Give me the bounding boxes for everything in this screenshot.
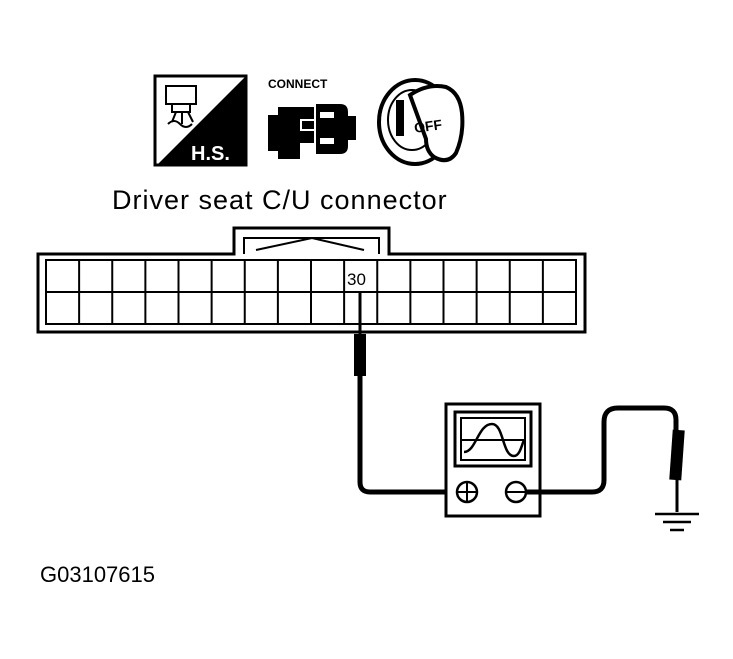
connect-icon: CONNECT <box>268 77 356 159</box>
positive-probe <box>354 292 366 376</box>
negative-probe <box>669 429 685 512</box>
off-label: OFF <box>413 116 443 136</box>
mini-connector-icon <box>165 85 197 128</box>
connector <box>36 226 587 334</box>
positive-lead <box>357 376 446 495</box>
harness-sign-icon: H.S. <box>153 74 248 167</box>
oscilloscope-icon <box>444 402 542 518</box>
ground-icon <box>655 512 699 532</box>
connector-title: Driver seat C/U connector <box>112 185 448 215</box>
figure-code: G03107615 <box>40 562 155 587</box>
negative-lead <box>526 405 679 495</box>
ignition-key-off-icon: OFF <box>377 78 465 166</box>
plus-terminal-icon <box>455 480 479 504</box>
hs-label: H.S. <box>191 143 230 165</box>
connect-label: CONNECT <box>268 77 328 91</box>
terminal-number: 30 <box>347 270 366 289</box>
minus-terminal-icon <box>504 480 528 504</box>
